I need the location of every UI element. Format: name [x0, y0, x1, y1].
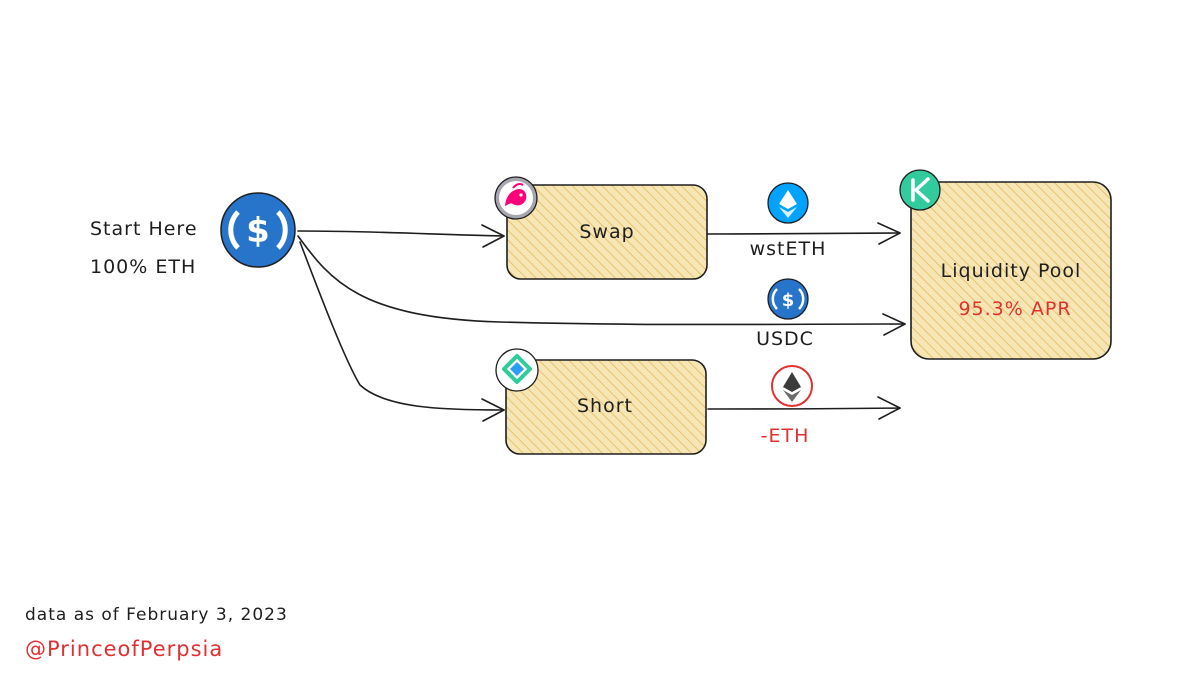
data-date-note: data as of February 3, 2023	[25, 605, 288, 625]
kyberswap-icon	[899, 169, 941, 211]
arrow-start-to-swap	[297, 224, 505, 248]
eth-icon	[771, 365, 813, 407]
wsteth-label: wstETH	[749, 238, 827, 260]
protocol-logo-icon	[495, 348, 539, 392]
usdc-icon: $	[767, 278, 809, 320]
liquidity-pool-label: Liquidity Pool	[940, 260, 1082, 282]
wsteth-icon	[767, 182, 809, 224]
short-box	[505, 359, 707, 455]
eth-label: -ETH	[760, 425, 810, 447]
uniswap-icon	[494, 176, 538, 220]
apr-label: 95.3% APR	[958, 298, 1072, 320]
start-label-line1: Start Here	[90, 218, 198, 240]
arrow-swap-to-pool	[707, 222, 901, 245]
swap-label: Swap	[579, 221, 635, 243]
arrow-start-to-pool	[297, 235, 906, 336]
swap-box	[506, 184, 708, 280]
svg-text:$: $	[246, 211, 270, 251]
arrow-start-to-short	[299, 241, 505, 422]
start-label-line2: 100% ETH	[90, 256, 197, 278]
short-label: Short	[577, 395, 633, 417]
author-handle: @PrinceofPerpsia	[25, 637, 224, 661]
liquidity-pool-box	[910, 181, 1112, 360]
start-usdc-icon: $	[220, 192, 296, 268]
arrow-short-out	[707, 396, 901, 420]
usdc-label: USDC	[756, 328, 814, 350]
svg-text:$: $	[782, 290, 795, 311]
